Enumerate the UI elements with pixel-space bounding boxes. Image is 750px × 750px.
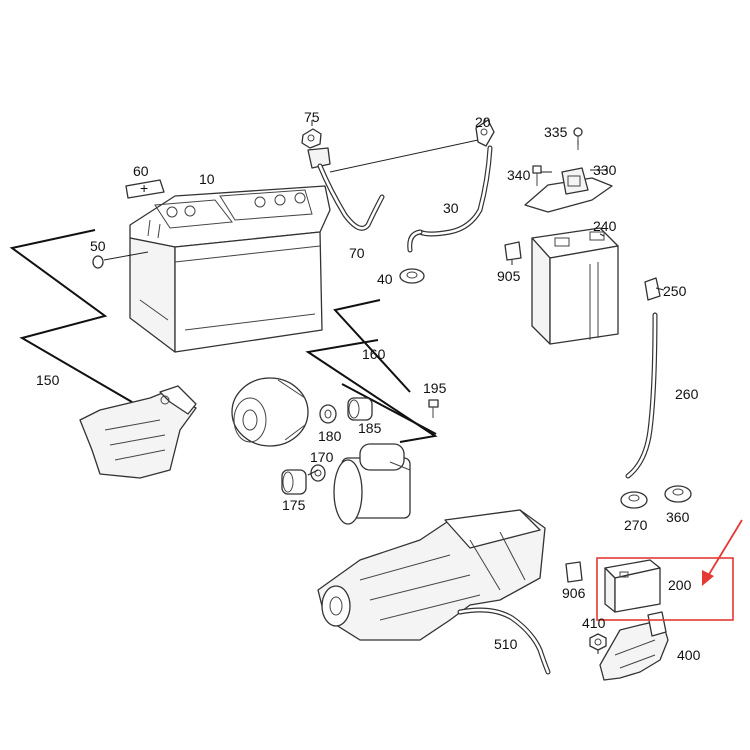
- label-175: 175: [282, 497, 306, 513]
- main-battery[interactable]: [129, 185, 331, 353]
- label-40: 40: [377, 271, 393, 287]
- bolt-195[interactable]: [428, 399, 439, 418]
- label-185: 185: [358, 420, 382, 436]
- grommet-40[interactable]: [399, 268, 425, 284]
- nut-50[interactable]: [92, 251, 149, 269]
- label-905: 905: [497, 268, 521, 284]
- grommet-270[interactable]: [620, 491, 648, 509]
- label-335: 335: [544, 124, 568, 140]
- label-906: 906: [562, 585, 586, 601]
- terminal-cover[interactable]: +: [125, 179, 165, 199]
- bushing-185[interactable]: [347, 397, 373, 421]
- highlight-arrow: [702, 519, 743, 586]
- label-340: 340: [507, 167, 531, 183]
- bracket-400[interactable]: [599, 611, 669, 681]
- fastener-905[interactable]: [504, 241, 522, 261]
- grommet-360[interactable]: [664, 485, 692, 503]
- label-20: 20: [475, 114, 491, 130]
- group-bracket-alternator-starter: [305, 339, 438, 443]
- label-270: 270: [624, 517, 648, 533]
- bracket-330[interactable]: [524, 167, 613, 213]
- label-195: 195: [423, 380, 447, 396]
- bolt-340[interactable]: [532, 165, 542, 186]
- starter-motor[interactable]: [333, 443, 411, 525]
- fuse-box-200[interactable]: [604, 559, 661, 613]
- highlight-box: [596, 557, 734, 621]
- terminal-75[interactable]: [301, 128, 331, 169]
- battery-tray-150[interactable]: [79, 385, 197, 479]
- bushing-180[interactable]: [319, 404, 337, 424]
- label-400: 400: [677, 647, 701, 663]
- auxiliary-battery-240[interactable]: [531, 227, 619, 345]
- cable-70[interactable]: [317, 139, 479, 231]
- connector-20[interactable]: [475, 119, 495, 147]
- label-360: 360: [666, 509, 690, 525]
- alternator[interactable]: [231, 377, 309, 447]
- label-60: 60: [133, 163, 149, 179]
- label-410: 410: [582, 615, 606, 631]
- label-70: 70: [349, 245, 365, 261]
- bushing-175[interactable]: [281, 469, 307, 495]
- label-510: 510: [494, 636, 518, 652]
- label-75: 75: [304, 109, 320, 125]
- plus-symbol: +: [140, 180, 148, 196]
- label-260: 260: [675, 386, 699, 402]
- label-200: 200: [668, 577, 692, 593]
- nut-410[interactable]: [589, 633, 607, 651]
- label-240: 240: [593, 218, 617, 234]
- ground-cable-510[interactable]: [457, 607, 551, 675]
- transmission[interactable]: [317, 509, 546, 641]
- label-10: 10: [199, 171, 215, 187]
- label-30: 30: [443, 200, 459, 216]
- label-150: 150: [36, 372, 60, 388]
- leader-lines: [307, 118, 665, 654]
- part-labels: 10 20 30 40 50 60 70 75 150 160 170 175 …: [36, 109, 701, 663]
- label-160: 160: [362, 346, 386, 362]
- hose-30[interactable]: [407, 145, 493, 253]
- hose-260[interactable]: [625, 312, 658, 479]
- fastener-906[interactable]: [565, 561, 583, 583]
- group-bracket-battery: [9, 229, 411, 403]
- label-250: 250: [663, 283, 687, 299]
- bolt-335[interactable]: [573, 127, 583, 150]
- label-330: 330: [593, 162, 617, 178]
- label-170: 170: [310, 449, 334, 465]
- label-50: 50: [90, 238, 106, 254]
- connector-250[interactable]: [644, 277, 661, 301]
- label-180: 180: [318, 428, 342, 444]
